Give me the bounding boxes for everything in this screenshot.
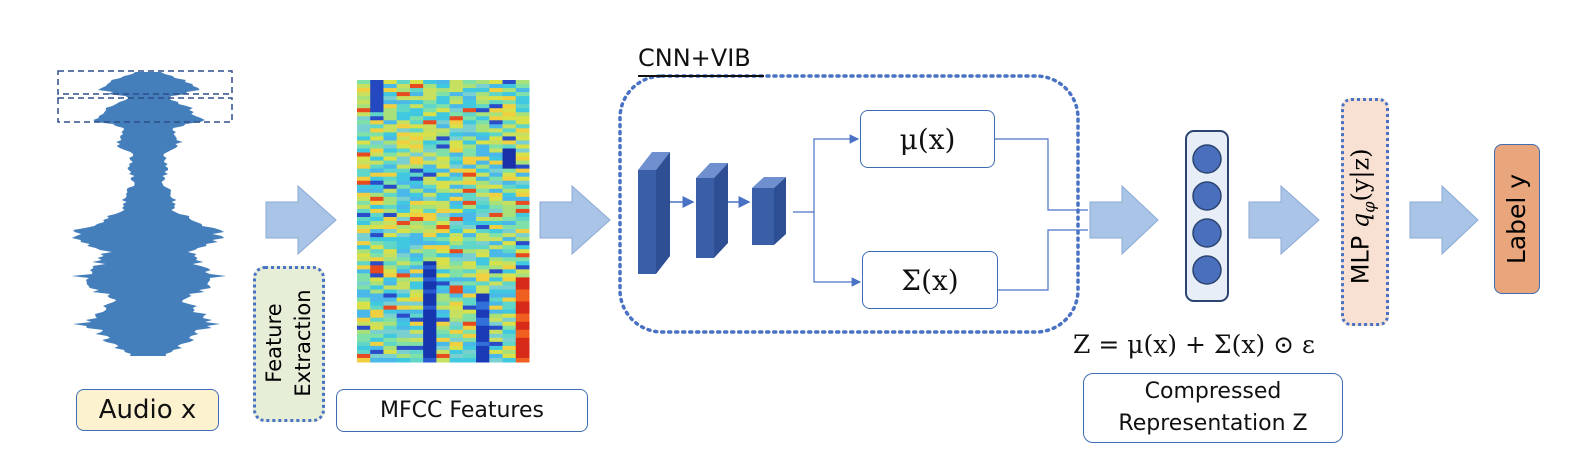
compressed-line2: Representation Z bbox=[1118, 411, 1308, 436]
mlp-q: q bbox=[1346, 212, 1375, 229]
flow-arrows bbox=[265, 184, 1479, 256]
mlp-box: MLP qφ(y|z) bbox=[1341, 98, 1389, 326]
sigma-box: Σ(x) bbox=[862, 251, 998, 309]
mlp-arg: (y|z) bbox=[1346, 148, 1375, 202]
sigma-label: Σ(x) bbox=[901, 263, 959, 297]
latent-node-3 bbox=[1192, 218, 1222, 248]
arrow-5 bbox=[1409, 184, 1479, 256]
arrow-2 bbox=[539, 184, 611, 256]
branch-connectors bbox=[793, 134, 1088, 291]
mlp-label: MLP bbox=[1346, 235, 1375, 285]
compressed-rep-box: Compressed Representation Z bbox=[1083, 373, 1343, 443]
audio-label-box: Audio x bbox=[76, 389, 219, 431]
feature-extraction-line2: Extraction bbox=[291, 289, 315, 397]
label-output-box: Label y bbox=[1494, 144, 1540, 294]
frame-window-1 bbox=[57, 70, 233, 95]
latent-vector-box bbox=[1185, 130, 1229, 302]
audio-label: Audio x bbox=[98, 395, 197, 425]
mfcc-heatmap bbox=[357, 80, 530, 363]
latent-node-2 bbox=[1192, 181, 1222, 211]
audio-waveform bbox=[57, 70, 233, 356]
arrow-1 bbox=[265, 184, 337, 256]
mfcc-label: MFCC Features bbox=[380, 398, 544, 423]
mu-box: μ(x) bbox=[860, 110, 995, 168]
mlp-phi: φ bbox=[1359, 201, 1379, 213]
frame-window-2 bbox=[57, 97, 233, 123]
latent-node-1 bbox=[1192, 144, 1222, 174]
latent-node-4 bbox=[1192, 255, 1222, 285]
mfcc-label-box: MFCC Features bbox=[336, 389, 588, 432]
cnn-layers bbox=[638, 152, 786, 274]
mu-label: μ(x) bbox=[899, 122, 956, 156]
cnn-vib-container bbox=[618, 74, 1080, 334]
arrow-4 bbox=[1248, 184, 1320, 256]
feature-extraction-box: Feature Extraction bbox=[253, 266, 325, 422]
feature-extraction-line1: Feature bbox=[262, 303, 286, 383]
latent-equation: Z = μ(x) + Σ(x) ⊙ ε bbox=[1073, 330, 1315, 359]
arrow-3 bbox=[1089, 184, 1159, 256]
cnn-vib-title: CNN+VIB bbox=[638, 44, 751, 72]
label-output: Label y bbox=[1502, 173, 1531, 265]
compressed-line1: Compressed bbox=[1144, 379, 1282, 404]
